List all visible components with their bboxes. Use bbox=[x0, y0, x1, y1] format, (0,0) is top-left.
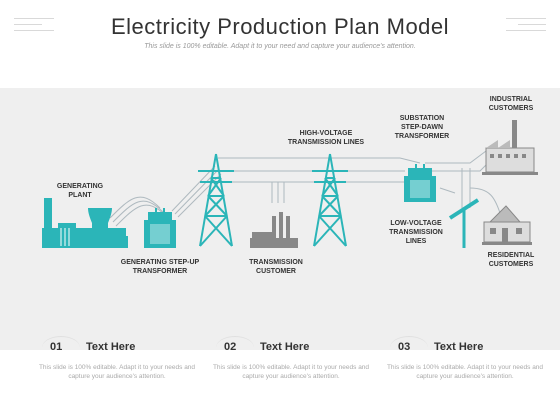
card-heading: Text Here bbox=[260, 341, 310, 353]
page-subtitle: This slide is 100% editable. Adapt it to… bbox=[144, 43, 416, 50]
wire-transformer-to-tower1 bbox=[171, 165, 216, 212]
electricity-flow-diagram bbox=[42, 120, 538, 248]
card-body: This slide is 100% editable. Adapt it to… bbox=[386, 364, 544, 380]
wire-tower2-to-substation bbox=[330, 157, 421, 164]
page-title: Electricity Production Plan Model bbox=[110, 14, 450, 39]
card-arc bbox=[42, 336, 80, 359]
residential-customers-icon bbox=[482, 205, 532, 245]
card-number: 03 bbox=[398, 341, 411, 353]
wire-plant-to-transformer-2 bbox=[112, 200, 164, 223]
info-card-3: 03 Text Here This slide is 100% editable… bbox=[380, 336, 550, 406]
card-number: 01 bbox=[50, 341, 63, 353]
substation-transformer-icon bbox=[404, 164, 436, 202]
generating-plant-icon bbox=[42, 198, 128, 248]
wire-plant-to-transformer-3 bbox=[115, 204, 167, 227]
card-body: This slide is 100% editable. Adapt it to… bbox=[212, 364, 370, 380]
low-voltage-pole-icon bbox=[448, 198, 480, 248]
card-arc bbox=[390, 336, 428, 359]
card-arc bbox=[216, 336, 254, 359]
card-heading: Text Here bbox=[434, 341, 484, 353]
decorative-lines-right bbox=[506, 18, 546, 36]
card-number: 02 bbox=[224, 341, 237, 353]
transmission-tower-icon-2 bbox=[312, 153, 348, 247]
info-card-1: 01 Text Here This slide is 100% editable… bbox=[32, 336, 202, 406]
industrial-customers-icon bbox=[482, 120, 538, 175]
wire-to-residential bbox=[469, 187, 501, 214]
wire-substation-to-industrial bbox=[425, 147, 491, 164]
decorative-lines-left bbox=[14, 18, 54, 36]
transmission-customer-icon bbox=[250, 212, 298, 248]
card-body: This slide is 100% editable. Adapt it to… bbox=[38, 364, 196, 380]
info-card-2: 02 Text Here This slide is 100% editable… bbox=[206, 336, 376, 406]
wire-plant-to-transformer bbox=[109, 196, 161, 219]
wire-transformer-to-tower1-2 bbox=[174, 169, 219, 215]
transmission-tower-icon-1 bbox=[198, 153, 234, 247]
step-up-transformer-icon bbox=[144, 208, 176, 248]
card-heading: Text Here bbox=[86, 341, 136, 353]
wire-substation-down bbox=[439, 187, 456, 194]
